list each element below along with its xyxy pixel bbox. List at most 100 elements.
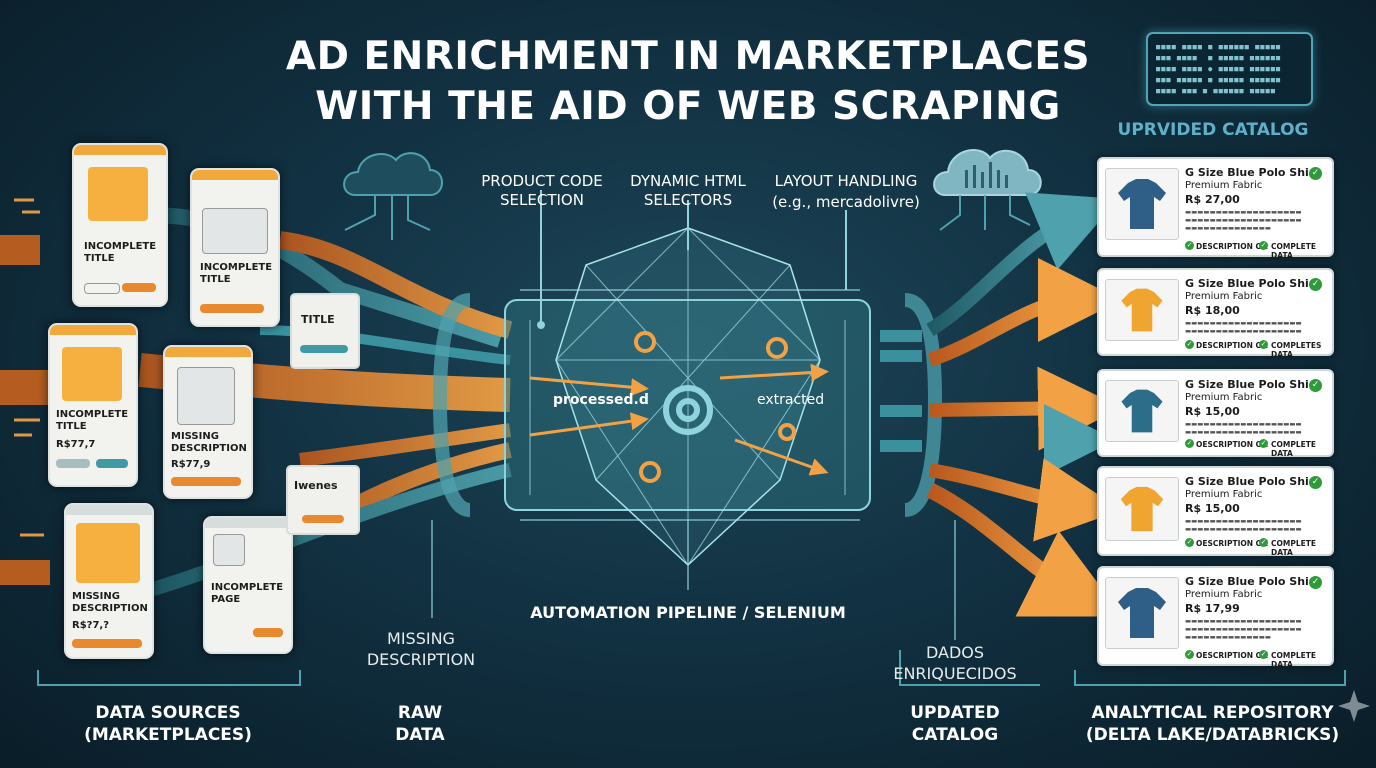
pipeline-device [431, 190, 956, 640]
check-icon: ✓ [1259, 439, 1268, 448]
image-icon [213, 534, 245, 566]
product-subtitle: Premium Fabric [1185, 589, 1263, 600]
source-card[interactable]: MISSING DESCRIPTION R$77,9 [163, 345, 253, 499]
check-icon: ✓ [1259, 340, 1268, 349]
missing-description-label: MISSING DESCRIPTION [366, 629, 476, 669]
shirt-thumbnail [1105, 577, 1179, 649]
source-price: R$?7,? [72, 620, 110, 631]
shirt-icon [62, 347, 122, 401]
check-icon: ✓ [1185, 241, 1194, 250]
product-title: G Size Blue Polo Shirt [1185, 378, 1320, 391]
product-price: R$ 15,00 [1185, 502, 1240, 515]
shirt-thumbnail [1105, 279, 1179, 341]
source-card[interactable]: INCOMPLETE PAGE [203, 516, 293, 654]
image-icon [202, 208, 268, 254]
status-complete: COMPLETE DATA [1271, 242, 1316, 260]
status-complete: COMPLETE DATA [1271, 651, 1316, 669]
verified-check-icon: ✓ [1309, 278, 1322, 291]
shirt-thumbnail [1105, 168, 1179, 240]
iwenes-bubble: Iwenes [286, 465, 360, 535]
dados-enriquecidos-label: DADOS ENRIQUECIDOS [893, 643, 1017, 683]
step-layout-handling: LAYOUT HANDLING [774, 172, 918, 190]
source-label: MISSING DESCRIPTION [171, 431, 247, 454]
shirt-thumbnail [1105, 380, 1179, 442]
product-price: R$ 27,00 [1185, 193, 1240, 206]
check-icon: ✓ [1259, 538, 1268, 547]
status-description: DESCRIPTION OK [1196, 242, 1268, 251]
product-price: R$ 15,00 [1185, 405, 1240, 418]
source-price: R$77,7 [56, 439, 96, 450]
footer-analytical-repository: ANALYTICAL REPOSITORY (DELTA LAKE/DATABR… [1085, 703, 1340, 745]
bubble-label: TITLE [301, 313, 335, 326]
cloud-left-icon [343, 152, 443, 240]
product-card[interactable]: G Size Blue Polo Shirt ✓ Premium Fabric … [1097, 157, 1334, 260]
source-card[interactable]: MISSING DESCRIPTION R$?7,? [64, 503, 154, 659]
product-title: G Size Blue Polo Shirt [1185, 475, 1320, 488]
page-title-line-2: WITH THE AID OF WEB SCRAPING [315, 84, 1061, 129]
source-card[interactable]: INCOMPLETE TITLE R$77,7 [48, 323, 138, 487]
source-card[interactable]: INCOMPLETE TITLE [190, 168, 280, 327]
verified-check-icon: ✓ [1309, 167, 1322, 180]
product-title: G Size Blue Polo Shirt [1185, 277, 1320, 290]
status-description: OESCRIPTION OK [1196, 651, 1268, 660]
server-icon: ■■■■ ■■■■ ■ ■■■■■■ ■■■■■ ■■■ ■■■■ ■ ■■■■… [1146, 32, 1313, 106]
product-description-lines: ▬▬▬▬▬▬▬▬▬▬▬▬▬▬▬▬▬▬▬▬▬▬▬▬▬▬▬▬▬▬▬▬▬▬▬▬▬▬▬▬… [1185, 208, 1302, 232]
no-image-icon [177, 367, 235, 425]
footer-updated-catalog: UPDATED CATALOG [910, 703, 1000, 745]
product-title: G Size Blue Polo Shirt [1185, 575, 1320, 588]
verified-check-icon: ✓ [1309, 379, 1322, 392]
product-description-lines: ▬▬▬▬▬▬▬▬▬▬▬▬▬▬▬▬▬▬▬▬▬▬▬▬▬▬▬▬▬▬▬▬▬▬▬▬▬▬ [1185, 319, 1302, 335]
product-subtitle: Premium Fabric [1185, 291, 1263, 302]
product-description-lines: ▬▬▬▬▬▬▬▬▬▬▬▬▬▬▬▬▬▬▬▬▬▬▬▬▬▬▬▬▬▬▬▬▬▬▬▬▬▬ [1185, 517, 1302, 533]
shirt-icon [88, 167, 148, 221]
product-title: G Size Blue Polo Shirt [1185, 166, 1320, 179]
step-product-code: PRODUCT CODE SELECTION [481, 172, 603, 209]
footer-raw-data: RAW DATA [395, 703, 445, 745]
catalog-heading: UPRVIDED CATALOG [1117, 120, 1309, 140]
product-card[interactable]: G Size Blue Polo Shirt ✓ Premium Fabric … [1097, 268, 1334, 359]
shirt-thumbnail [1105, 477, 1179, 541]
sparkle-icon [1338, 690, 1370, 722]
step-dynamic-selectors: DYNAMIC HTML SELECTORS [630, 172, 746, 209]
status-complete: COMPLETES DATA [1271, 341, 1322, 359]
status-complete: COMPLETE DATA [1271, 440, 1316, 458]
processed-label: processed.d [553, 392, 649, 408]
source-label: INCOMPLETE TITLE [56, 409, 129, 432]
status-description: DESCRIPTION OK [1196, 341, 1268, 350]
product-price: R$ 18,00 [1185, 304, 1240, 317]
product-description-lines: ▬▬▬▬▬▬▬▬▬▬▬▬▬▬▬▬▬▬▬▬▬▬▬▬▬▬▬▬▬▬▬▬▬▬▬▬▬▬▬▬… [1185, 617, 1302, 641]
check-icon: ✓ [1185, 538, 1194, 547]
page-title-line-1: AD ENRICHMENT IN MARKETPLACES [285, 34, 1091, 79]
status-complete: COMPLETE DATA [1271, 539, 1316, 557]
source-price: R$77,9 [171, 459, 211, 470]
product-price: R$ 17,99 [1185, 602, 1240, 615]
extracted-label: extracted [757, 392, 825, 408]
product-card[interactable]: G Size Blue Polo Shirt ✓ Premium Fabric … [1097, 369, 1334, 458]
verified-check-icon: ✓ [1309, 576, 1322, 589]
title-bubble: TITLE [290, 293, 360, 369]
status-description: OESCRIPTION OK [1196, 440, 1268, 449]
source-label: INCOMPLETE PAGE [211, 582, 284, 605]
pipeline-name: AUTOMATION PIPELINE / SELENIUM [530, 603, 846, 622]
product-subtitle: Premium Fabric [1185, 392, 1263, 403]
cloud-right-icon [933, 149, 1042, 231]
gear-icon [634, 331, 796, 483]
check-icon: ✓ [1185, 650, 1194, 659]
product-card[interactable]: G Size Blue Polo Shirt ✓ Premium Fabric … [1097, 466, 1334, 557]
source-label: INCOMPLETE TITLE [84, 241, 157, 264]
footer-data-sources: DATA SOURCES (MARKETPLACES) [84, 703, 252, 745]
check-icon: ✓ [1259, 241, 1268, 250]
shirt-icon [76, 523, 140, 583]
verified-check-icon: ✓ [1309, 476, 1322, 489]
source-label: INCOMPLETE TITLE [200, 262, 273, 285]
source-label: MISSING DESCRIPTION [72, 591, 148, 614]
product-card[interactable]: G Size Blue Polo Shirt ✓ Premium Fabric … [1097, 566, 1334, 669]
status-description: OESCRIPTION OK [1196, 539, 1268, 548]
product-subtitle: Premium Fabric [1185, 180, 1263, 191]
check-icon: ✓ [1185, 439, 1194, 448]
source-card[interactable]: INCOMPLETE TITLE [72, 143, 168, 307]
check-icon: ✓ [1259, 650, 1268, 659]
outflow-arrows [880, 192, 1123, 617]
